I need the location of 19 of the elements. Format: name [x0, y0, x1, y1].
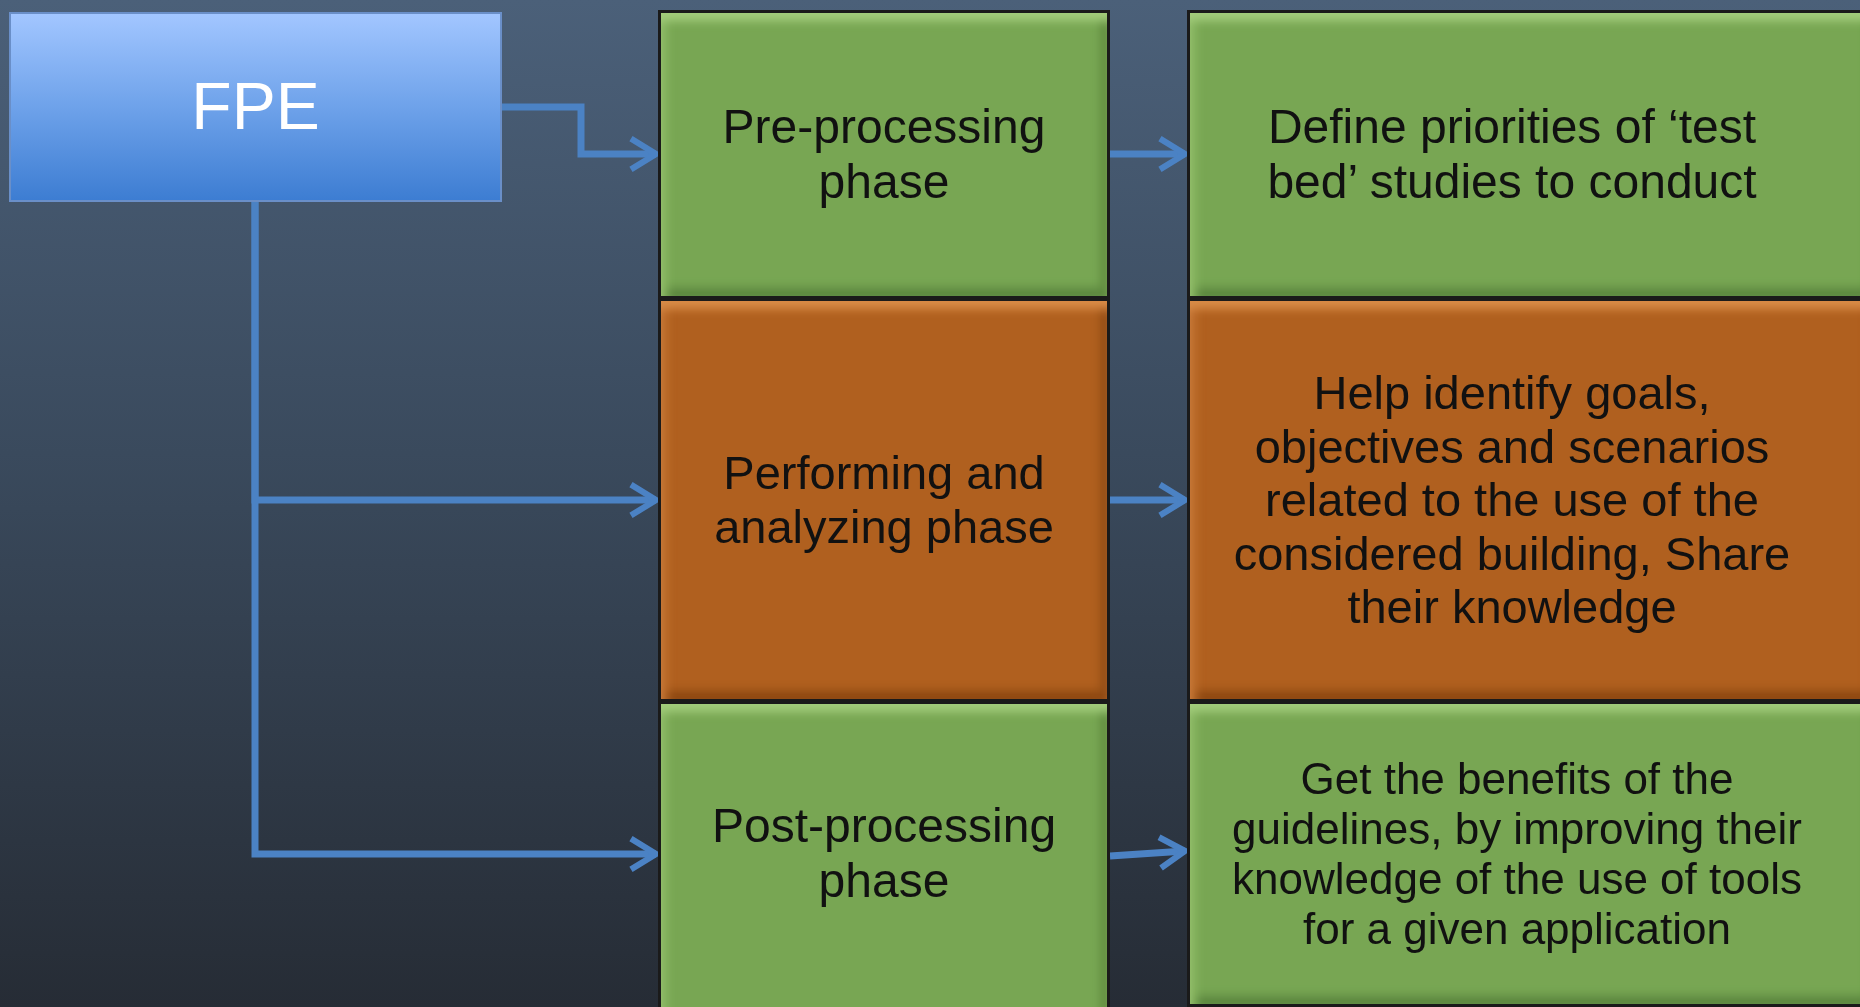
- box-text: FPE: [191, 69, 320, 145]
- box-text: Post-processing phase: [710, 799, 1058, 909]
- phase-box: [658, 298, 1110, 702]
- arrow: [502, 103, 660, 173]
- phase-box: [1187, 701, 1860, 1007]
- arrow: [1110, 135, 1189, 173]
- box-text: Performing and analyzing phase: [713, 446, 1055, 554]
- box-text: Get the benefits of the guidelines, by improving their knowledge of the use of tools for a given application: [1231, 753, 1803, 955]
- box-text: Pre-processing phase: [721, 99, 1047, 210]
- arrow: [1109, 834, 1189, 872]
- box-text: Define priorities of ‘test bed’ studies to conduct: [1266, 99, 1758, 210]
- phase-box: [1187, 298, 1860, 702]
- root-box: [9, 12, 502, 202]
- arrow: [1110, 481, 1189, 519]
- phase-box: [1187, 10, 1860, 299]
- phase-box: [658, 701, 1110, 1007]
- arrow: [251, 202, 660, 873]
- box-text: Help identify goals, objectives and scenarios related to the use of the considered building, Share their knowledge: [1232, 366, 1792, 634]
- phase-box: [658, 10, 1110, 299]
